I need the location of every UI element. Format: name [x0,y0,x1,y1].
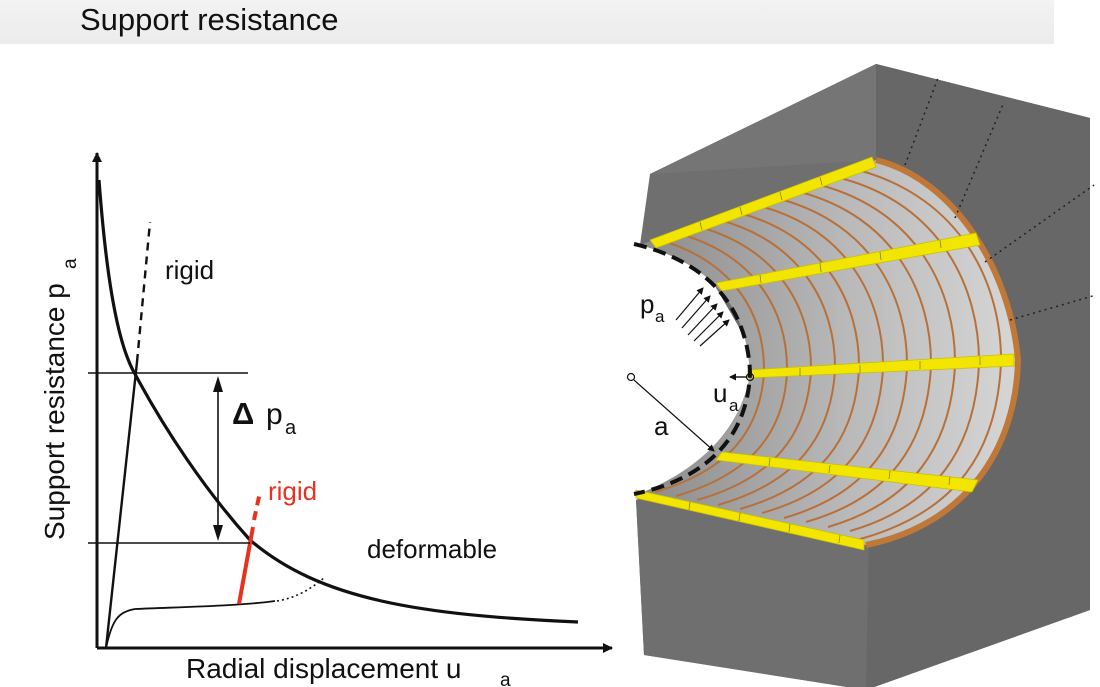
strip-ticks [688,176,981,544]
rigid-label-red: rigid [268,476,317,506]
deformable-label: deformable [367,534,497,564]
red-rigid-dashed [252,491,262,521]
center-point [626,372,636,382]
rigid-support-dashed [135,221,152,363]
displacement-subscript: a [729,396,739,415]
dotted-extensions [904,77,1097,321]
outer-rib [865,157,1022,548]
rigid-support-line [104,361,139,649]
y-axis-label: Support resistance p a [39,258,81,540]
y-axis-label-text: Support resistance p [39,283,70,540]
pressure-arrows [675,287,730,347]
tunnel-shell [636,160,1018,545]
displacement-label: u [713,378,727,408]
ground-reaction-diagram: rigid rigid deformable Δ p a Support res… [39,152,613,687]
delta-arrow-top-head [213,376,223,392]
delta-symbol: Δ [232,396,254,431]
wall-point [745,372,755,382]
pressure-subscript: a [655,307,665,326]
red-rigid-line [237,526,255,605]
delta-p-subscript: a [285,417,297,439]
deformable-support-line [105,600,276,649]
deformable-support-dotted [276,576,326,602]
ground-reaction-curve [97,179,579,624]
pressure-label: p [640,289,654,319]
page-title: Support resistance [80,2,339,37]
x-axis-label: Radial displacement u [186,653,462,684]
delta-arrow-bottom-head [213,525,223,541]
radius-label: a [654,411,669,441]
x-axis-label-subscript: a [500,670,511,687]
lining-strips [635,156,1015,551]
delta-p-label: p [266,398,283,431]
title-bar: Support resistance [0,0,1054,44]
rigid-label: rigid [165,255,214,285]
y-axis-label-subscript: a [60,258,81,269]
tunnel-illustration: p a u a a [626,64,1097,687]
radius-arrow [633,379,715,452]
